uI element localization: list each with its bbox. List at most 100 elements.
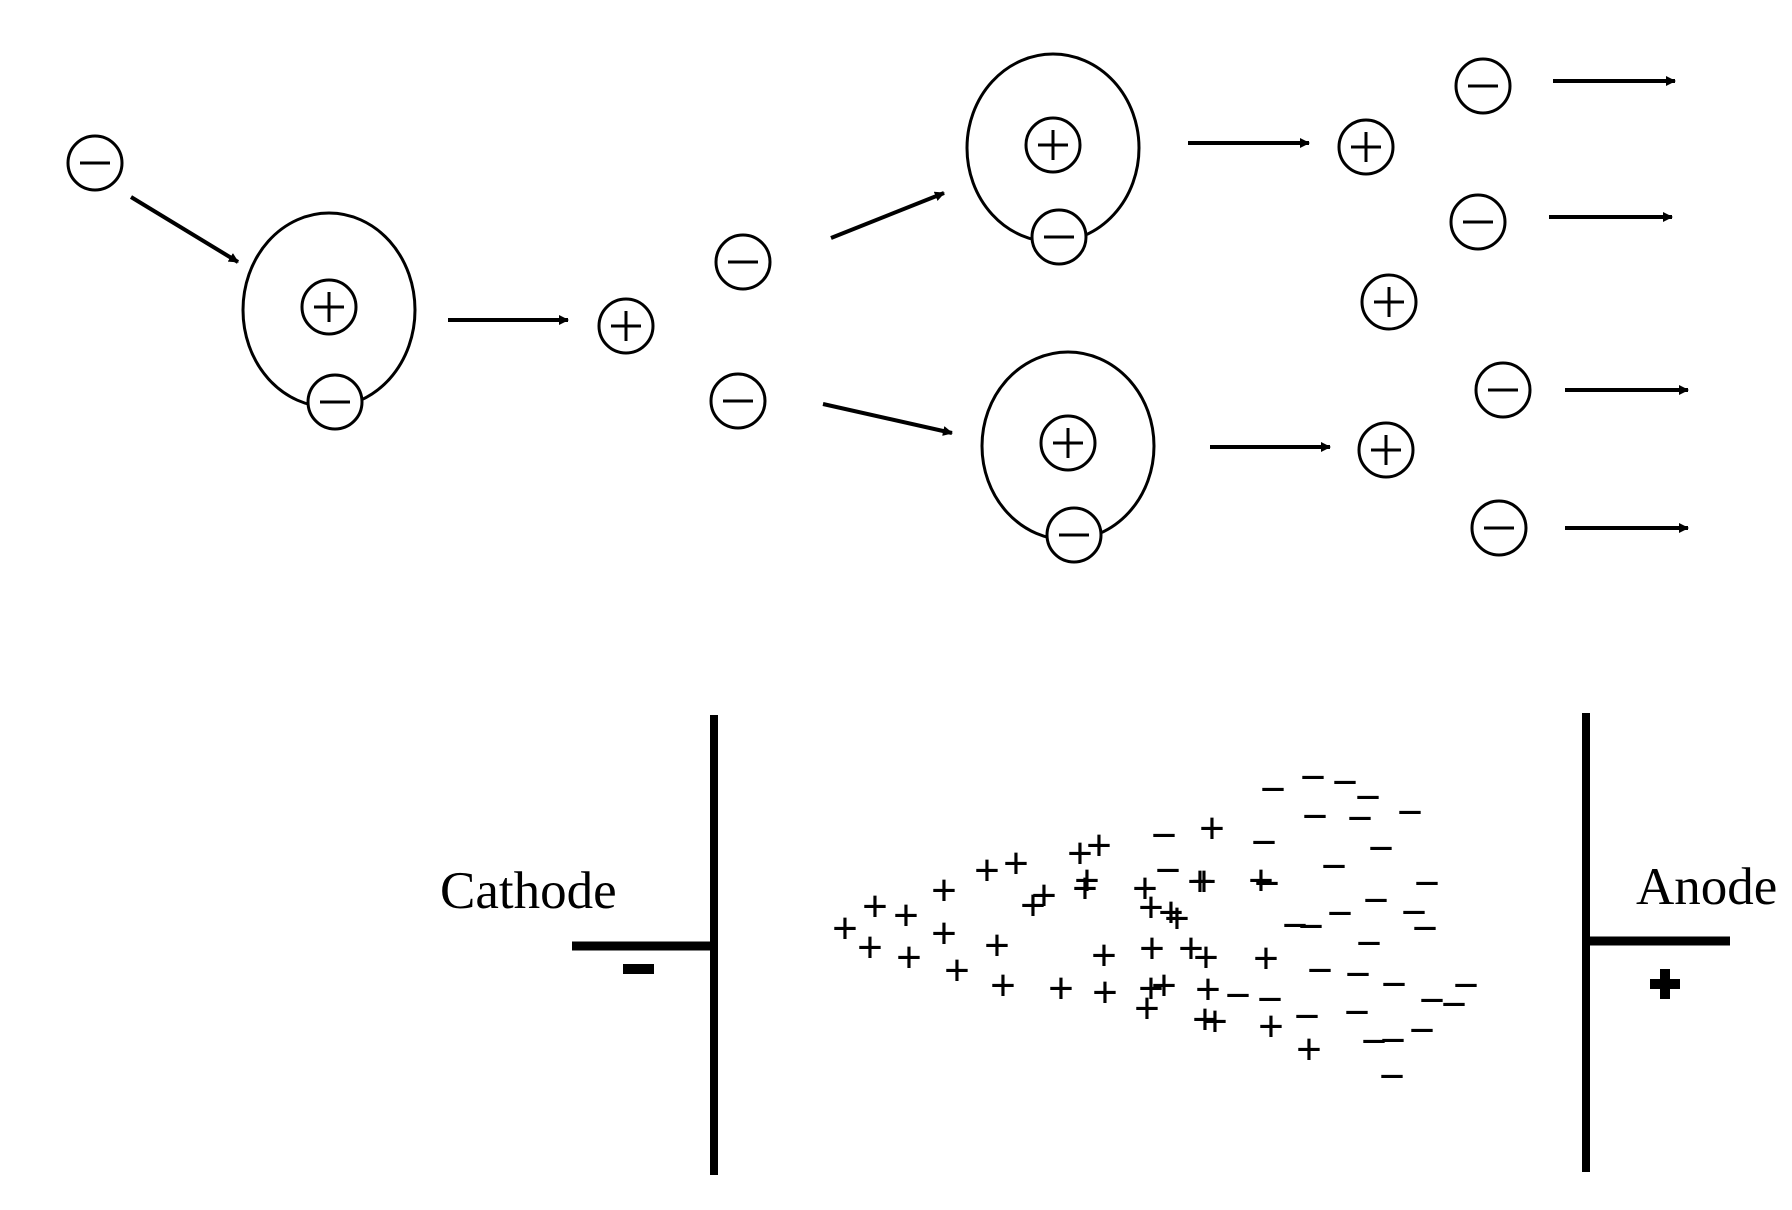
positive-charge-36: + <box>1253 934 1279 983</box>
negative-charge-17: − <box>1412 904 1438 953</box>
bound-electron <box>306 373 364 431</box>
electron-2a <box>714 233 772 291</box>
negative-charge-18: − <box>1307 946 1333 995</box>
electron-3-4 <box>1470 499 1528 557</box>
electron-3-3 <box>1474 361 1532 419</box>
positive-charge-7: + <box>931 909 957 958</box>
positive-charge-10: + <box>984 921 1010 970</box>
positive-charge-18: + <box>1091 931 1117 980</box>
positive-charge-13: + <box>1020 881 1046 930</box>
ion-2a <box>1337 118 1395 176</box>
positive-charge-31: + <box>1192 995 1218 1044</box>
negative-charge-1: − <box>1151 811 1177 860</box>
negative-charge-35: − <box>1379 1052 1405 1101</box>
negative-charge-34: − <box>1361 1017 1387 1066</box>
positive-charge-15: + <box>1048 964 1074 1013</box>
electrode-setup: Cathode Anode ++++++++++++++++++++++++++… <box>440 713 1777 1175</box>
positive-charge-14: + <box>1031 871 1057 920</box>
positive-charge-29: + <box>1164 894 1190 943</box>
negative-charge-27: − <box>1294 992 1320 1041</box>
incident-electron <box>66 134 124 192</box>
ion-2b <box>1357 421 1415 479</box>
atom-nucleus <box>1024 116 1082 174</box>
negative-charge-4: − <box>1300 753 1326 802</box>
positive-charge-6: + <box>931 866 957 915</box>
negative-charge-23: − <box>1453 961 1479 1010</box>
positive-charge-38: + <box>1202 997 1228 1046</box>
arrow-incident <box>129 195 240 264</box>
negative-charge-25: − <box>1409 1006 1435 1055</box>
atom-nucleus <box>1039 414 1097 472</box>
negative-charge-12: − <box>1363 876 1389 925</box>
arrow-2a <box>830 191 945 240</box>
positive-charge-21: + <box>1139 924 1165 973</box>
positive-charge-2: + <box>862 882 888 931</box>
negative-charge-33: − <box>1397 788 1423 837</box>
positive-charge-20: + <box>1138 883 1164 932</box>
electron-2b <box>709 372 767 430</box>
positive-charge-8: + <box>944 946 970 995</box>
positive-charge-22: + <box>1074 856 1100 905</box>
negative-charge-14: − <box>1414 859 1440 908</box>
anode-sign-icon <box>1650 969 1680 999</box>
charge-cloud: ++++++++++++++++++++++++++++++++++++++++… <box>832 753 1479 1101</box>
negative-charge-29: − <box>1225 971 1251 1020</box>
negative-charge-8: − <box>1347 794 1373 843</box>
positive-charge-41: + <box>1158 888 1184 937</box>
positive-charge-39: + <box>1296 1025 1322 1074</box>
positive-charge-12: + <box>1003 839 1029 888</box>
ion-1 <box>597 297 655 355</box>
positive-charge-26: + <box>1191 857 1217 906</box>
negative-charge-5: − <box>1251 818 1277 867</box>
negative-charge-26: − <box>1344 988 1370 1037</box>
electron-3-1 <box>1454 57 1512 115</box>
atom-nucleus <box>300 278 358 336</box>
negative-charge-21: − <box>1380 1016 1406 1065</box>
positive-charge-4: + <box>893 891 919 940</box>
negative-charge-3: − <box>1260 765 1286 814</box>
negative-charge-9: − <box>1321 842 1347 891</box>
negative-charge-30: − <box>1282 901 1308 950</box>
negative-charge-13: − <box>1401 888 1427 937</box>
positive-charge-3: + <box>857 923 883 972</box>
positive-charge-5: + <box>896 933 922 982</box>
positive-charge-25: + <box>1178 924 1204 973</box>
ion-2-middle <box>1360 273 1418 331</box>
electron-3-2 <box>1449 193 1507 251</box>
positive-charge-16: + <box>1067 829 1093 878</box>
cathode-label: Cathode <box>440 862 617 920</box>
positive-charge-27: + <box>1138 964 1164 1013</box>
atom-2a <box>965 52 1141 266</box>
negative-charge-32: − <box>1332 758 1358 807</box>
negative-charge-19: − <box>1345 950 1371 999</box>
arrow-2b <box>822 402 953 436</box>
negative-charge-7: − <box>1302 792 1328 841</box>
negative-charge-15: − <box>1298 902 1324 951</box>
bound-electron <box>1045 506 1103 564</box>
ionization-cascade <box>66 52 1689 564</box>
bound-electron <box>1030 208 1088 266</box>
positive-charge-34: + <box>1248 856 1274 905</box>
negative-charge-6: − <box>1254 859 1280 908</box>
negative-charge-24: − <box>1419 976 1445 1025</box>
positive-charge-23: + <box>1086 821 1112 870</box>
positive-charge-9: + <box>974 846 1000 895</box>
positive-charge-24: + <box>1132 864 1158 913</box>
positive-charge-37: + <box>1134 984 1160 1033</box>
negative-charge-10: − <box>1368 824 1394 873</box>
anode-label: Anode <box>1636 858 1777 916</box>
negative-charge-22: − <box>1441 980 1467 1029</box>
negative-charge-11: − <box>1327 889 1353 938</box>
positive-charge-1: + <box>832 904 858 953</box>
negative-charge-16: − <box>1356 919 1382 968</box>
cathode-sign-icon <box>623 964 654 974</box>
atom-1 <box>241 211 417 431</box>
negative-charge-2: − <box>1155 846 1181 895</box>
atom-2b <box>980 350 1156 564</box>
positive-charge-30: + <box>1193 933 1219 982</box>
positive-charge-11: + <box>990 961 1016 1010</box>
positive-charge-35: + <box>1258 1002 1284 1051</box>
negative-charge-28: − <box>1257 975 1283 1024</box>
negative-charge-20: − <box>1381 960 1407 1009</box>
